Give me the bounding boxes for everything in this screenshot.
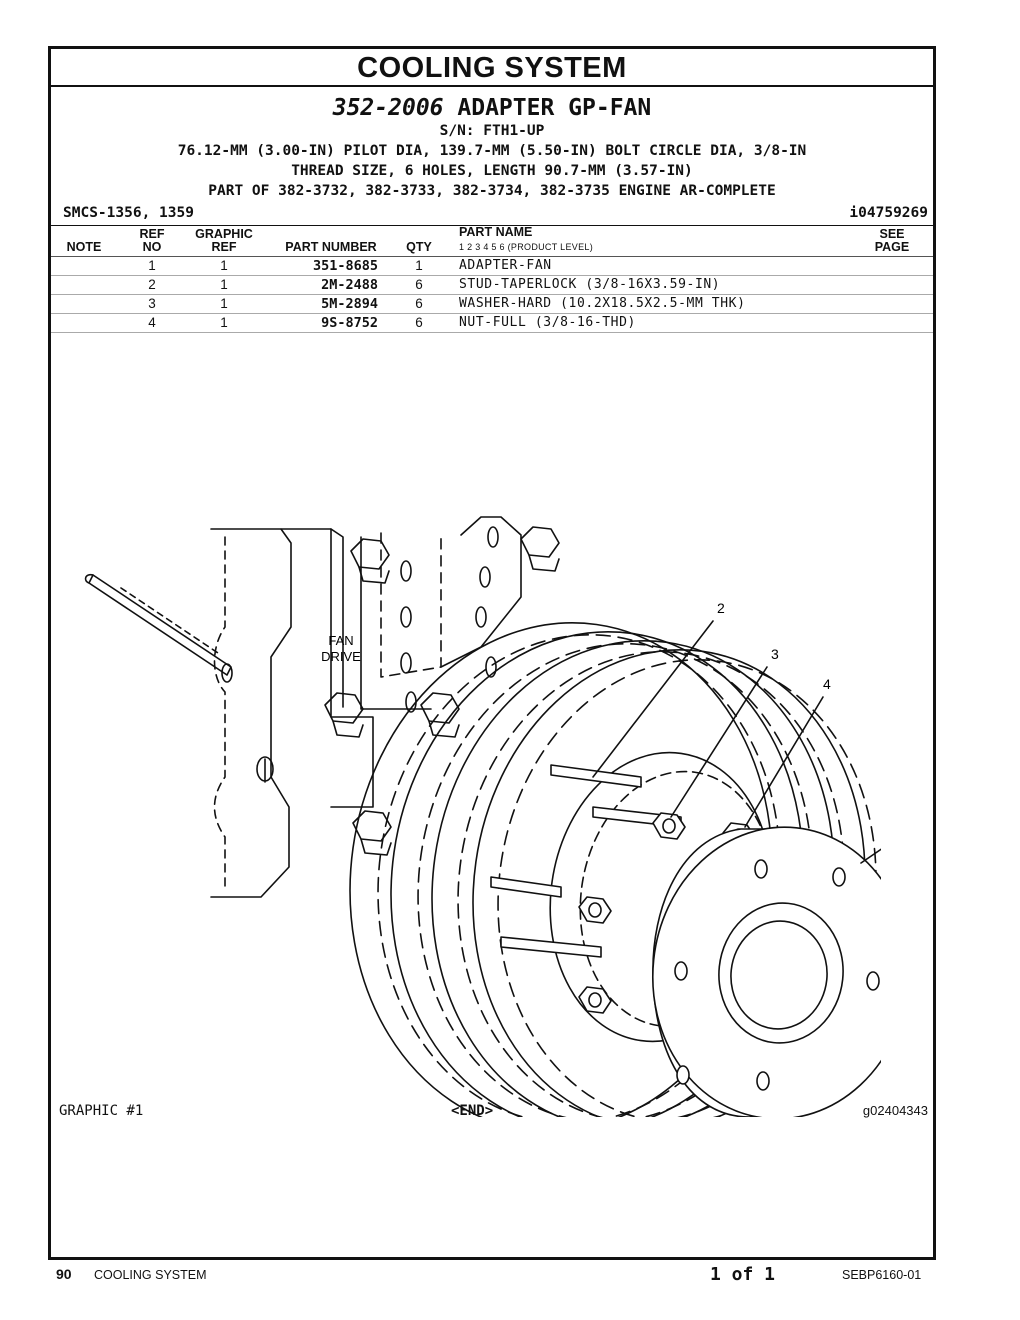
- page-number: 90: [56, 1266, 72, 1282]
- ref-no-cell: 2: [148, 277, 156, 292]
- document-id: SEBP6160-01: [842, 1268, 922, 1282]
- parts-page-frame: COOLING SYSTEM 352-2006 ADAPTER GP-FAN S…: [48, 46, 936, 1260]
- header-see-page: SEE PAGE: [867, 228, 917, 254]
- group-title: 352-2006 ADAPTER GP-FAN: [51, 95, 933, 121]
- header-qty: QTY: [406, 240, 432, 254]
- description-line: 76.12-MM (3.00-IN) PILOT DIA, 139.7-MM (…: [177, 143, 807, 159]
- header-ref-no-line1: REF: [139, 227, 165, 241]
- part-number-cell[interactable]: 5M-2894: [321, 296, 378, 312]
- adapter-flange: [651, 826, 881, 1117]
- ref-no-cell: 1: [148, 258, 156, 273]
- part-name-cell: ADAPTER-FAN: [459, 258, 552, 273]
- page-footer: 90 COOLING SYSTEM 1 of 1 SEBP6160-01: [0, 1264, 1020, 1288]
- header-see-page-line1: SEE: [879, 227, 905, 241]
- graphic-id: g02404343: [862, 1103, 928, 1118]
- table-row: 4 1 9S-8752 6 NUT-FULL (3/8-16-THD): [51, 314, 933, 333]
- part-name-cell: STUD-TAPERLOCK (3/8-16X3.59-IN): [459, 277, 721, 292]
- smcs-codes: SMCS-1356, 1359: [63, 205, 194, 221]
- ref-no-cell: 4: [148, 315, 156, 330]
- callout-4: 4: [823, 676, 831, 692]
- header-note: NOTE: [66, 240, 102, 254]
- section-title: COOLING SYSTEM: [51, 49, 933, 87]
- header-see-page-line2: PAGE: [874, 240, 910, 254]
- qty-cell: 1: [415, 258, 423, 273]
- part-number-cell[interactable]: 2M-2488: [321, 277, 378, 293]
- group-header: 352-2006 ADAPTER GP-FAN S/N: FTH1-UP 76.…: [51, 95, 933, 201]
- graphic-label: GRAPHIC #1: [59, 1103, 144, 1119]
- end-marker: <END>: [451, 1103, 494, 1119]
- table-row: 2 1 2M-2488 6 STUD-TAPERLOCK (3/8-16X3.5…: [51, 276, 933, 295]
- fan-drive-label-line1: FAN: [328, 633, 353, 648]
- smcs-row: SMCS-1356, 1359 i04759269: [51, 203, 933, 226]
- table-row: 3 1 5M-2894 6 WASHER-HARD (10.2X18.5X2.5…: [51, 295, 933, 314]
- fan-adapter-illustration: FAN DRIVE 2 3 4 1: [84, 516, 881, 1117]
- graphic-caption-row: GRAPHIC #1 <END> g02404343: [51, 1103, 933, 1123]
- page-of-count: 1 of 1: [710, 1264, 776, 1285]
- info-id: i04759269: [849, 205, 928, 221]
- table-row: 1 1 351-8685 1 ADAPTER-FAN: [51, 257, 933, 276]
- graphic-ref-cell: 1: [220, 296, 228, 311]
- part-name-cell: NUT-FULL (3/8-16-THD): [459, 315, 636, 330]
- callout-2: 2: [717, 600, 725, 616]
- callout-3: 3: [771, 646, 779, 662]
- graphic-ref-cell: 1: [220, 315, 228, 330]
- graphic-ref-cell: 1: [220, 277, 228, 292]
- header-graphic-ref-line1: GRAPHIC: [195, 227, 253, 241]
- qty-cell: 6: [415, 277, 423, 292]
- group-name: ADAPTER GP-FAN: [457, 95, 652, 121]
- parts-table-body: 1 1 351-8685 1 ADAPTER-FAN 2 1 2M-2488 6…: [51, 257, 933, 333]
- header-ref-no-line2: NO: [142, 240, 162, 254]
- header-graphic-ref: GRAPHIC REF: [191, 228, 257, 254]
- part-number-cell[interactable]: 9S-8752: [321, 315, 378, 331]
- housing-bolt-heads: [256, 526, 560, 856]
- header-part-number: PART NUMBER: [285, 240, 377, 254]
- ref-no-cell: 3: [148, 296, 156, 311]
- part-number-cell[interactable]: 351-8685: [312, 258, 378, 274]
- header-ref-no: REF NO: [133, 228, 171, 254]
- graphic-ref-cell: 1: [220, 258, 228, 273]
- footer-section: COOLING SYSTEM: [94, 1268, 207, 1282]
- serial-number: S/N: FTH1-UP: [439, 123, 545, 139]
- header-product-level: 1 2 3 4 5 6 (PRODUCT LEVEL): [459, 242, 593, 252]
- description-line: THREAD SIZE, 6 HOLES, LENGTH 90.7-MM (3.…: [291, 163, 693, 179]
- callout-leaders: [592, 620, 881, 864]
- header-part-name: PART NAME 1 2 3 4 5 6 (PRODUCT LEVEL): [459, 226, 593, 254]
- fan-drive-label-line2: DRIVE: [321, 649, 361, 664]
- header-part-name-label: PART NAME: [459, 225, 533, 239]
- description-line: PART OF 382-3732, 382-3733, 382-3734, 38…: [208, 183, 776, 199]
- qty-cell: 6: [415, 315, 423, 330]
- qty-cell: 6: [415, 296, 423, 311]
- header-graphic-ref-line2: REF: [211, 240, 237, 254]
- part-name-cell: WASHER-HARD (10.2X18.5X2.5-MM THK): [459, 296, 746, 311]
- long-stud-part: [84, 573, 233, 683]
- group-number: 352-2006: [332, 95, 444, 121]
- stud-set: [490, 764, 682, 958]
- parts-table-header: NOTE REF NO GRAPHIC REF PART NUMBER QTY …: [51, 226, 933, 257]
